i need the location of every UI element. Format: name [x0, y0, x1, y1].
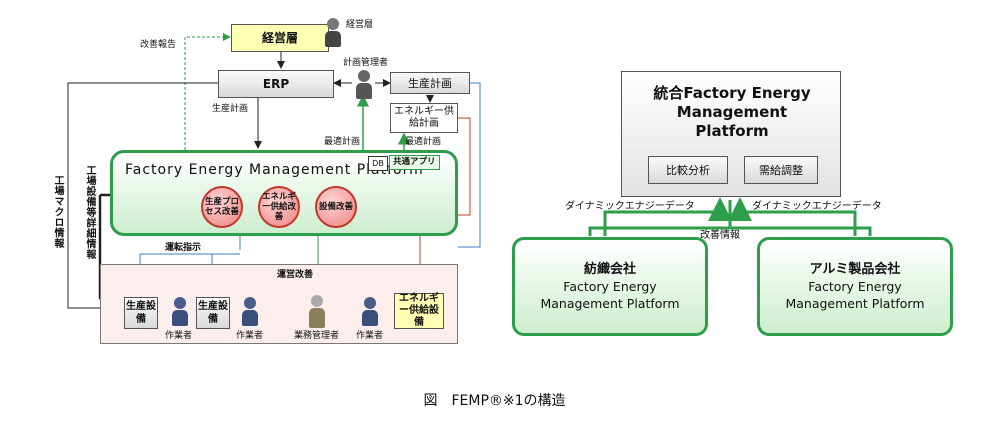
keiei-label: 経営層 [261, 30, 298, 45]
seisan-keikaku-label: 生産計画 [212, 104, 249, 114]
sagyosha-label-1: 作業者 [165, 331, 193, 341]
sagyosha-label-2: 作業者 [236, 331, 264, 341]
energy-kyokyu-setsubi-box: エネルギー供給設備 [394, 293, 444, 329]
keiei-box: 経営層 [231, 24, 329, 52]
unten-shiji-label: 運転指示 [165, 243, 202, 253]
seisan-keikaku-text: 生産計画 [408, 76, 452, 90]
planner-person-icon [356, 70, 372, 99]
db-icon: DB [368, 156, 388, 171]
seisan-setsubi-label-1: 生産設備 [126, 301, 156, 325]
worker-icon-3 [362, 297, 378, 326]
kaizen-joho-label: 改善情報 [700, 230, 740, 241]
seisan-setsubi-box-2: 生産設備 [196, 297, 230, 329]
db-label: DB [372, 159, 384, 168]
kojo-setsubi-label: 工場設備等詳細情報 [84, 165, 95, 260]
manager-icon [309, 295, 325, 328]
seisan-setsubi-label-2: 生産設備 [198, 301, 228, 325]
boshoku-company-box: 紡織会社 Factory Energy Management Platform [512, 237, 708, 336]
alumi-company-box: アルミ製品会社 Factory Energy Management Platfo… [757, 237, 953, 336]
dynamic-energy-data-left: ダイナミックエナジーデータ [565, 201, 695, 212]
keiei-person-label: 経営層 [346, 20, 374, 30]
hikaku-bunseki-label: 比較分析 [666, 163, 710, 177]
jukyu-chosei-label: 需給調整 [759, 163, 803, 177]
alumi-company-name: アルミ製品会社 [809, 262, 901, 277]
erp-box: ERP [218, 70, 334, 98]
setsubi-kaizen-circle: 設備改善 [315, 186, 357, 228]
boshoku-company-name: 紡織会社 [583, 262, 636, 277]
integrated-femp-title: 統合Factory Energy Management Platform [653, 84, 811, 140]
circle-label-1: 生産プロセス改善 [204, 197, 239, 217]
saiteki-keikaku-label-1: 最適計画 [324, 137, 361, 147]
femp-platform-box: Factory Energy Management Platform DB 共通… [110, 150, 458, 236]
circle-label-2: エネルギー供給改善 [261, 192, 296, 222]
kojo-macro-label: 工場マクロ情報 [52, 175, 63, 249]
kaizen-hokoku-label: 改善報告 [140, 40, 177, 50]
gyomu-kanrisha-label: 業務管理者 [294, 331, 340, 341]
boshoku-femp-label: Factory Energy Management Platform [540, 279, 680, 311]
femp-title: Factory Energy Management Platform [125, 162, 424, 178]
figure-caption: 図 FEMP®※1の構造 [423, 393, 566, 409]
kyotsu-app-badge: 共通アプリ [389, 155, 440, 170]
worker-icon-2 [242, 297, 258, 326]
unei-kaizen-label: 運営改善 [277, 270, 314, 280]
energy-kyokyu-keikaku-box: エネルギー供給計画 [390, 103, 458, 133]
keikaku-kanrisha-label: 計画管理者 [343, 58, 389, 68]
seisan-keikaku-box: 生産計画 [390, 72, 470, 94]
energy-kyokyu-kaizen-circle: エネルギー供給改善 [258, 186, 300, 228]
saiteki-keikaku-label-2: 最適計画 [405, 137, 442, 147]
jukyu-chosei-box: 需給調整 [744, 156, 818, 184]
executive-person-icon [325, 18, 341, 47]
seisan-process-kaizen-circle: 生産プロセス改善 [201, 186, 243, 228]
sagyosha-label-3: 作業者 [356, 331, 384, 341]
energy-kyokyu-keikaku-text: エネルギー供給計画 [394, 106, 454, 129]
circle-label-3: 設備改善 [318, 202, 353, 212]
erp-label: ERP [262, 76, 290, 91]
seisan-setsubi-box-1: 生産設備 [124, 297, 158, 329]
energy-kyokyu-setsubi-label: エネルギー供給設備 [399, 293, 439, 328]
worker-icon-1 [172, 297, 188, 326]
kyotsu-app-label: 共通アプリ [393, 157, 436, 167]
integrated-femp-box: 統合Factory Energy Management Platform 比較分… [621, 71, 841, 197]
dynamic-energy-data-right: ダイナミックエナジーデータ [752, 201, 882, 212]
hikaku-bunseki-box: 比較分析 [648, 156, 728, 184]
alumi-femp-label: Factory Energy Management Platform [785, 279, 925, 311]
